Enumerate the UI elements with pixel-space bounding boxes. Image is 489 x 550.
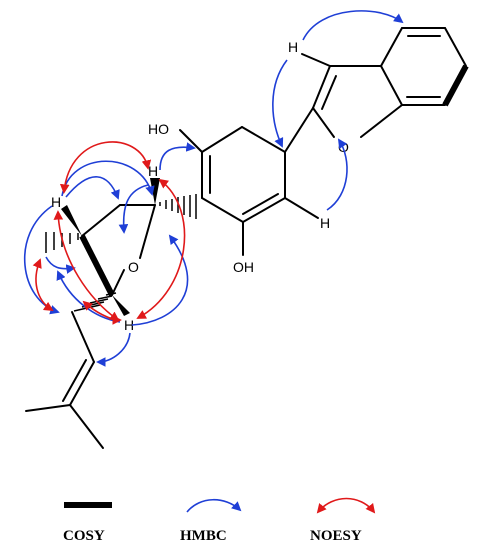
legend: COSY HMBC NOESY <box>63 497 376 544</box>
aryl-h-label: H <box>320 215 330 231</box>
resorcinol-ring <box>179 107 319 256</box>
benzofuran-group <box>301 27 469 138</box>
legend-cosy-label: COSY <box>63 528 105 544</box>
benzofuran-h-label: H <box>288 39 298 55</box>
legend-noesy-swatch <box>316 497 376 514</box>
hydroxyl-bottom-label: OH <box>233 259 254 275</box>
legend-hmbc-label: HMBC <box>180 528 227 544</box>
legend-hmbc-swatch <box>186 499 242 513</box>
noesy-arrows <box>32 141 186 325</box>
hydroxyl-top-label: HO <box>148 121 169 137</box>
thf-oxygen-label: O <box>128 259 139 275</box>
legend-noesy-label: NOESY <box>310 528 362 544</box>
ring-h-bottom-label: H <box>124 317 134 333</box>
ring-h-right-label: H <box>148 163 158 179</box>
ring-h-left-label: H <box>51 194 61 210</box>
